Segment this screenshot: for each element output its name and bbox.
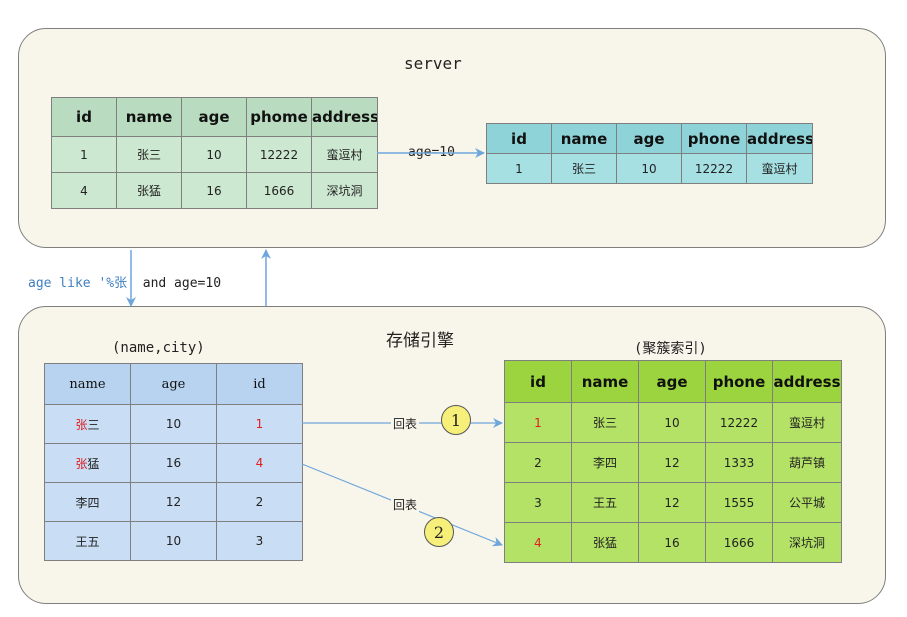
name-rest: 王五 bbox=[75, 534, 100, 549]
table-cell: 12 bbox=[638, 482, 706, 523]
table-cell: 1666 bbox=[705, 522, 773, 563]
table-cell: 李四 bbox=[571, 442, 639, 483]
table-cell: 张三 bbox=[116, 136, 182, 173]
table-cell: 4 bbox=[504, 522, 572, 563]
column-header: name bbox=[551, 123, 617, 154]
table-header-row: name age id bbox=[44, 363, 303, 405]
column-header: address bbox=[772, 360, 842, 403]
table-cell: 3 bbox=[504, 482, 572, 523]
column-header: age bbox=[638, 360, 706, 403]
name-prefix-highlight: 张 bbox=[75, 417, 88, 432]
table-cell: 12222 bbox=[681, 153, 747, 184]
table-cell: 10 bbox=[130, 521, 217, 561]
column-header: id bbox=[216, 363, 303, 405]
name-prefix-highlight: 张 bbox=[75, 456, 88, 471]
table-cell: 张猛 bbox=[116, 172, 182, 209]
table-cell: 李四 bbox=[44, 482, 131, 522]
server-result-table: id name age phone address 1 张三 10 12222 … bbox=[486, 123, 813, 184]
lookup-label-1: 回表 bbox=[391, 415, 420, 432]
table-cell: 1555 bbox=[705, 482, 773, 523]
table-cell: 葫芦镇 bbox=[772, 442, 842, 483]
clustered-index-title: (聚簇索引) bbox=[634, 341, 707, 357]
name-rest: 李四 bbox=[75, 495, 100, 510]
step-1-badge: 1 bbox=[441, 405, 471, 435]
clustered-index-table: id name age phone address 1 张三 10 12222 … bbox=[504, 360, 842, 563]
table-cell: 10 bbox=[181, 136, 247, 173]
server-source-table: id name age phome address 1 张三 10 12222 … bbox=[51, 97, 378, 209]
table-cell: 12 bbox=[638, 442, 706, 483]
table-cell: 深坑洞 bbox=[772, 522, 842, 563]
table-cell: 王五 bbox=[44, 521, 131, 561]
table-cell: 2 bbox=[216, 482, 303, 522]
table-cell: 1 bbox=[216, 404, 303, 444]
column-header: age bbox=[616, 123, 682, 154]
table-cell: 1 bbox=[504, 402, 572, 443]
table-row: 张三 10 1 bbox=[44, 404, 303, 444]
table-header-row: id name age phome address bbox=[51, 97, 378, 137]
table-cell: 1 bbox=[486, 153, 552, 184]
secondary-index-table: name age id 张三 10 1 张猛 16 4 李四 12 2 王五 1… bbox=[44, 363, 303, 561]
server-title: server bbox=[404, 54, 462, 73]
table-row: 1 张三 10 12222 蛮逗村 bbox=[504, 402, 842, 443]
table-cell: 10 bbox=[638, 402, 706, 443]
name-rest: 猛 bbox=[87, 456, 100, 471]
pushdown-condition-like: age like '%张' bbox=[28, 276, 135, 291]
column-header: age bbox=[181, 97, 247, 137]
table-cell: 深坑洞 bbox=[311, 172, 378, 209]
table-cell: 张三 bbox=[551, 153, 617, 184]
column-header: id bbox=[504, 360, 572, 403]
table-cell: 张猛 bbox=[571, 522, 639, 563]
table-cell: 蛮逗村 bbox=[746, 153, 813, 184]
table-cell: 蛮逗村 bbox=[772, 402, 842, 443]
table-cell: 16 bbox=[130, 443, 217, 483]
table-cell: 2 bbox=[504, 442, 572, 483]
lookup-label-2: 回表 bbox=[391, 496, 420, 513]
table-row: 3 王五 12 1555 公平城 bbox=[504, 482, 842, 523]
table-cell: 12222 bbox=[705, 402, 773, 443]
table-row: 张猛 16 4 bbox=[44, 443, 303, 483]
table-cell: 1 bbox=[51, 136, 117, 173]
column-header: name bbox=[44, 363, 131, 405]
table-cell: 4 bbox=[216, 443, 303, 483]
table-header-row: id name age phone address bbox=[504, 360, 842, 403]
table-cell: 16 bbox=[638, 522, 706, 563]
table-cell: 10 bbox=[130, 404, 217, 444]
pushdown-condition-age: and age=10 bbox=[134, 276, 222, 291]
table-header-row: id name age phone address bbox=[486, 123, 813, 154]
table-cell: 4 bbox=[51, 172, 117, 209]
storage-engine-title: 存储引擎 bbox=[386, 331, 454, 351]
table-cell: 1666 bbox=[246, 172, 312, 209]
table-row: 1 张三 10 12222 蛮逗村 bbox=[486, 153, 813, 184]
pushdown-condition-label: age like '%张' and age=10 bbox=[28, 272, 221, 291]
table-row: 2 李四 12 1333 葫芦镇 bbox=[504, 442, 842, 483]
secondary-index-title: (name,city) bbox=[112, 340, 205, 356]
table-cell: 王五 bbox=[571, 482, 639, 523]
column-header: phone bbox=[681, 123, 747, 154]
table-cell: 3 bbox=[216, 521, 303, 561]
table-cell: 蛮逗村 bbox=[311, 136, 378, 173]
table-row: 4 张猛 16 1666 深坑洞 bbox=[51, 172, 378, 209]
table-row: 王五 10 3 bbox=[44, 521, 303, 561]
step-2-badge: 2 bbox=[424, 517, 454, 547]
name-rest: 三 bbox=[87, 417, 100, 432]
table-cell: 10 bbox=[616, 153, 682, 184]
column-header: address bbox=[311, 97, 378, 137]
table-cell: 1333 bbox=[705, 442, 773, 483]
table-cell: 公平城 bbox=[772, 482, 842, 523]
table-row: 1 张三 10 12222 蛮逗村 bbox=[51, 136, 378, 173]
table-cell: 12222 bbox=[246, 136, 312, 173]
table-row: 李四 12 2 bbox=[44, 482, 303, 522]
column-header: address bbox=[746, 123, 813, 154]
table-row: 4 张猛 16 1666 深坑洞 bbox=[504, 522, 842, 563]
